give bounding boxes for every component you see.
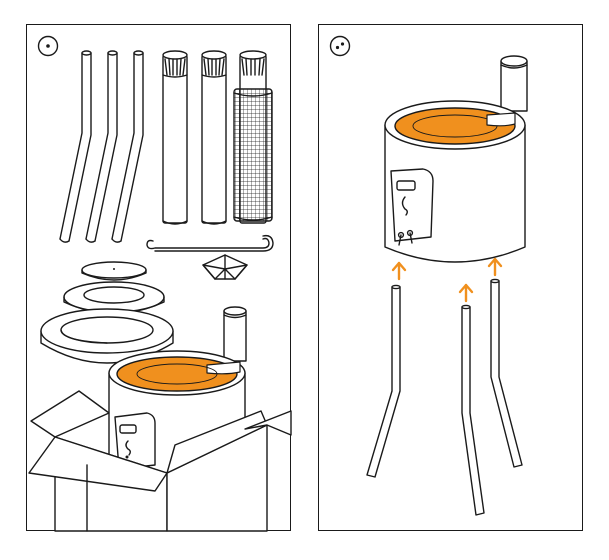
- leg-right: [490, 278, 523, 468]
- insert-arrow-right: [487, 257, 503, 277]
- stove-body: [384, 55, 528, 263]
- insert-arrow-middle: [458, 283, 474, 303]
- insert-arrow-left: [391, 261, 407, 281]
- step-two-dots-icon: [329, 35, 351, 57]
- cardboard-box: [28, 390, 292, 532]
- poker-hook: [146, 234, 274, 252]
- step-one-dot-icon: [37, 35, 59, 57]
- unpacking-illustration: [28, 50, 292, 532]
- step-1-panel: [26, 24, 292, 532]
- leg-left: [366, 284, 401, 478]
- chimney-pipe-2: [201, 50, 227, 225]
- step-2-panel: [318, 24, 583, 531]
- bent-leg-1: [59, 50, 92, 243]
- bent-leg-2: [85, 50, 118, 243]
- lid-disc: [81, 261, 147, 281]
- middle-ring: [63, 281, 165, 315]
- chimney-pipe-1: [162, 50, 188, 225]
- leg-assembly-illustration: [366, 55, 528, 516]
- chimney-cap: [202, 254, 248, 280]
- mesh-pipe: [233, 50, 273, 224]
- bent-leg-3: [111, 50, 144, 243]
- leg-middle: [461, 304, 485, 516]
